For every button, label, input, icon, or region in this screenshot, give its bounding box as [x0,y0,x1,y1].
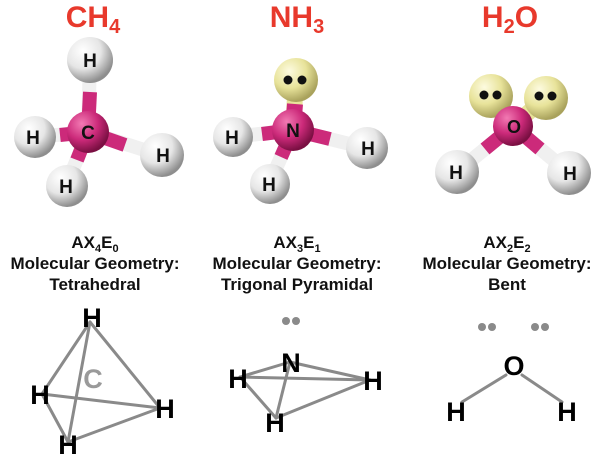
electron-dot [479,90,489,100]
electron-dot [297,75,307,85]
ch4-skeleton-h-label: H [155,394,175,424]
electron-dot [534,91,544,101]
nh3-h-label: H [225,128,239,149]
electron-dot [547,91,557,101]
nh3-skeleton-h-label: H [363,366,383,396]
ch4-axe-notation: AX4E0 [71,233,118,255]
nh3-skeleton-h-label: H [228,364,248,394]
h2o-skeleton-h-label: H [446,397,466,427]
nh3-h-label: H [262,175,276,196]
ch4-geometry-label: Molecular Geometry: [10,254,179,273]
ch4-caption: AX4E0 Molecular Geometry: Tetrahedral [10,233,179,294]
nh3-nitrogen-atom [272,109,314,151]
electron-dot [478,323,486,331]
ch4-h-label: H [156,146,170,167]
ch4-skeleton-h-label: H [82,303,102,333]
h2o-axe-notation: AX2E2 [483,233,530,255]
nh3-n-label: N [286,121,300,142]
h2o-h-label: H [563,164,577,185]
electron-dot [488,323,496,331]
ch4-ball-model: H H C H H [14,37,184,207]
h2o-hydrogen-right [547,151,591,195]
nh3-hydrogen-left [213,117,253,157]
ch4-h-label: H [59,177,73,198]
h2o-skeleton: O H H [446,323,577,427]
nh3-geometry-label: Molecular Geometry: [212,254,381,273]
ch4-hydrogen-bottom [46,165,88,207]
electron-dot [292,317,300,325]
electron-dot [541,323,549,331]
electron-dot [283,75,293,85]
ch4-geometry-name: Tetrahedral [49,275,140,294]
nh3-skeleton-h-label: H [265,408,285,438]
ch4-hydrogen-left [14,116,56,158]
nh3-h-label: H [361,139,375,160]
h2o-hydrogen-left [435,150,479,194]
ch4-skeleton-h-label: H [30,380,50,410]
nh3-skeleton-n-label: N [281,348,301,378]
h2o-skeleton-h-label: H [557,397,577,427]
ch4-c-label: C [81,123,95,144]
h2o-geometry-label: Molecular Geometry: [422,254,591,273]
nh3-hydrogen-bottom [250,164,290,204]
h2o-h-label: H [449,163,463,184]
electron-dot [282,317,290,325]
nh3-caption: AX3E1 Molecular Geometry: Trigonal Pyram… [212,233,381,294]
h2o-lone-pair-lobe [524,76,568,120]
ch4-skeleton-c-label: C [83,364,103,394]
ch4-h-label: H [26,128,40,149]
h2o-geometry-name: Bent [488,275,526,294]
nh3-skeleton: N H H H [228,317,383,438]
h2o-skeleton-o-label: O [503,351,524,381]
ch4-hydrogen-top [67,37,113,83]
nh3-geometry-name: Trigonal Pyramidal [221,275,373,294]
ch4-hydrogen-right [140,133,184,177]
ch4-carbon-atom [67,111,109,153]
nh3-lone-pair-lobe [274,58,318,102]
ch4-skeleton-h-label: H [58,430,78,460]
h2o-lone-pair-lobe [469,74,513,118]
h2o-caption: AX2E2 Molecular Geometry: Bent [422,233,591,294]
formula-ch4: CH4 [66,1,121,38]
h2o-ball-model: O H H [435,74,591,195]
h2o-o-label: O [507,117,521,137]
nh3-ball-model: H N H H [213,58,388,204]
nh3-hydrogen-right [346,127,388,169]
h2o-oxygen-atom [493,106,533,146]
electron-dot [492,90,502,100]
electron-dot [531,323,539,331]
formula-h2o: H2O [482,1,538,38]
nh3-axe-notation: AX3E1 [273,233,320,255]
formula-nh3: NH3 [270,1,324,38]
ch4-h-label: H [83,51,97,72]
ch4-skeleton: C H H H H [30,303,175,460]
